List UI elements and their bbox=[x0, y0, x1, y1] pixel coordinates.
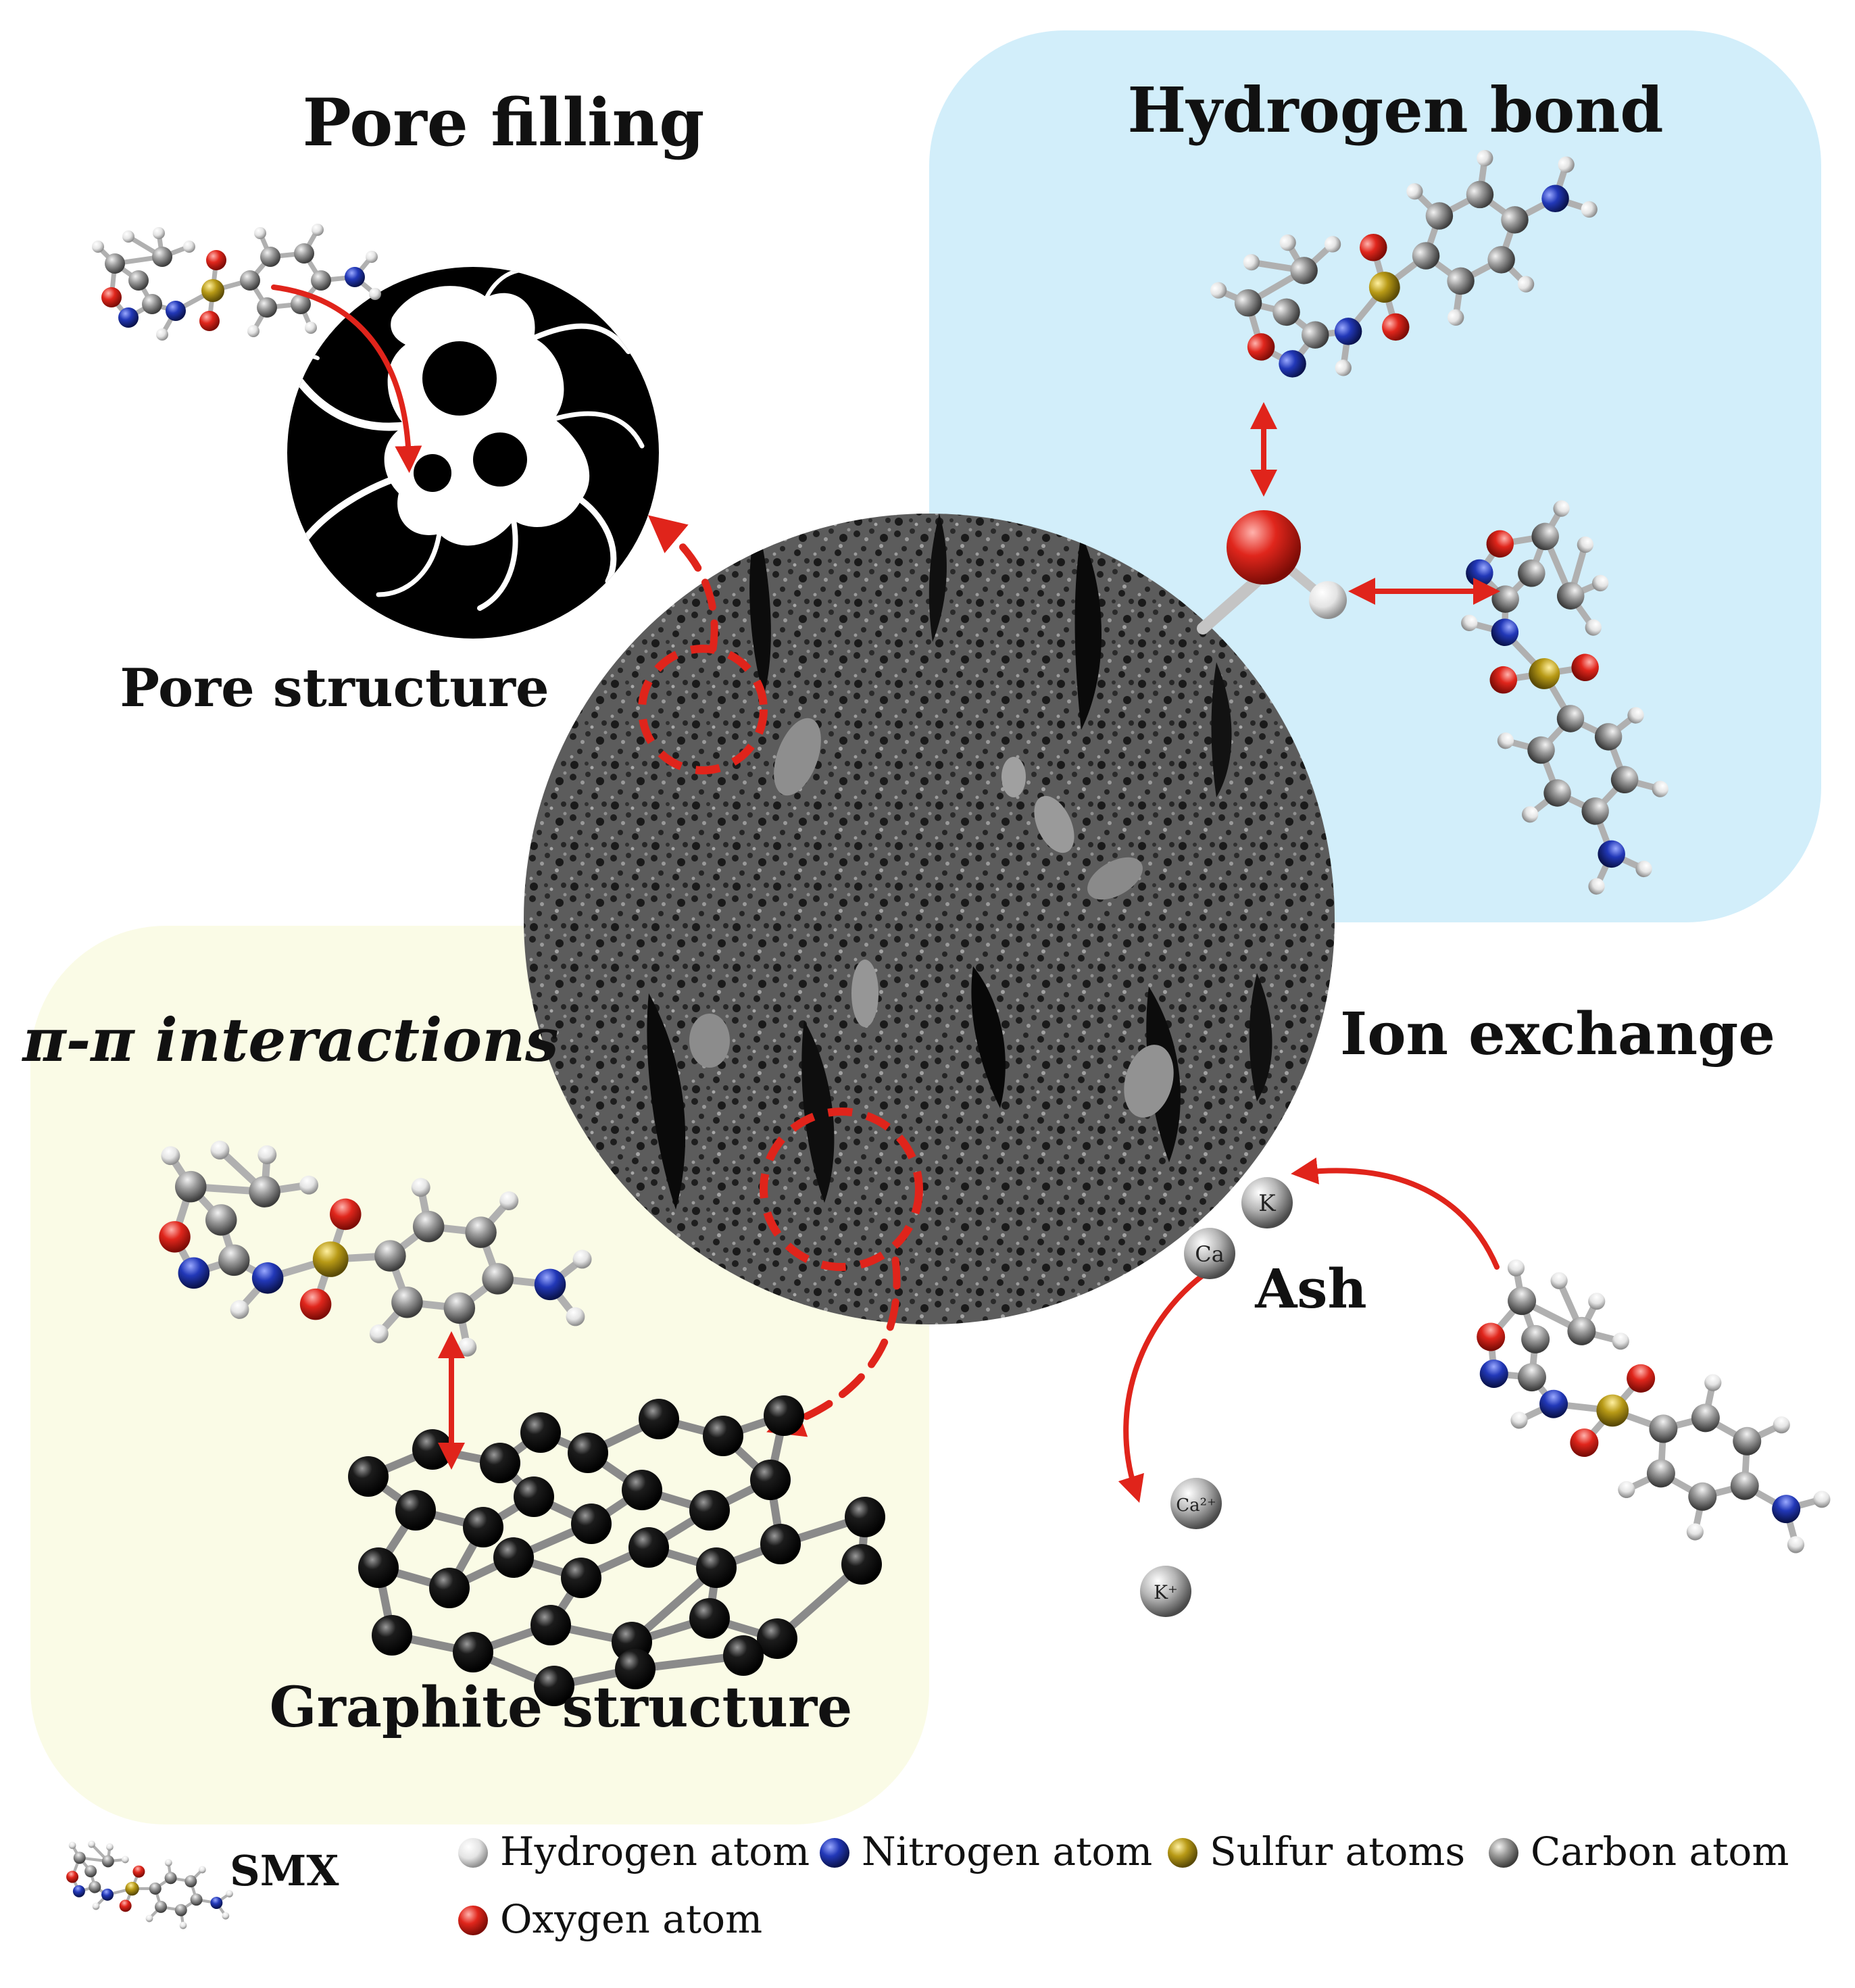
graphite-carbon-atom bbox=[750, 1460, 791, 1500]
graphite-carbon-atom bbox=[628, 1527, 669, 1568]
smx-molecule-pore-filling bbox=[92, 224, 381, 341]
graphite-carbon-atom bbox=[520, 1412, 561, 1453]
ca2-ion bbox=[1170, 1478, 1222, 1529]
legend-item: Sulfur atoms bbox=[1168, 1829, 1465, 1874]
oxygen-atom bbox=[1227, 510, 1301, 585]
graphite-carbon-atom bbox=[358, 1547, 399, 1588]
graphite-carbon-atom bbox=[429, 1568, 470, 1608]
graphite-carbon-atom bbox=[463, 1507, 503, 1547]
graphite-carbon-atom bbox=[372, 1615, 412, 1656]
graphite-carbon-atom bbox=[534, 1666, 574, 1706]
pore-filling-label: Pore filling bbox=[303, 84, 705, 161]
legend-smx-molecule bbox=[66, 1840, 233, 1929]
legend-item: Oxygen atom bbox=[458, 1896, 762, 1942]
graphite-carbon-atom bbox=[689, 1490, 730, 1531]
ca2-ion-label: Ca²⁺ bbox=[1176, 1495, 1216, 1516]
legend-swatch bbox=[458, 1906, 488, 1935]
graphite-carbon-atom bbox=[845, 1497, 885, 1537]
graphite-carbon-atom bbox=[764, 1395, 804, 1436]
graphite-carbon-atom bbox=[395, 1490, 436, 1531]
legend-item-label: Hydrogen atom bbox=[500, 1829, 810, 1874]
smx-molecule-ion-exchange bbox=[1477, 1259, 1831, 1554]
k-plus-ion-label: K⁺ bbox=[1154, 1581, 1178, 1604]
highlight-circles bbox=[638, 645, 923, 1271]
legend-swatch bbox=[1168, 1838, 1197, 1868]
graphite-carbon-atom bbox=[568, 1433, 608, 1473]
graphite-carbon-atom bbox=[412, 1429, 453, 1470]
legend-swatch bbox=[1489, 1838, 1518, 1868]
graphite-dashed-arrow bbox=[766, 1256, 901, 1437]
graphite-carbon-atom bbox=[622, 1470, 662, 1510]
hydrogen-bond-label: Hydrogen bond bbox=[1127, 74, 1663, 147]
ion-exchange-arrow-in bbox=[1291, 1157, 1500, 1270]
dashed-arrows bbox=[647, 515, 901, 1437]
legend-swatch bbox=[458, 1838, 488, 1868]
pore-highlight-circle bbox=[638, 645, 768, 774]
k-plus-ion bbox=[1140, 1566, 1191, 1617]
hydroxyl-group bbox=[1197, 510, 1347, 635]
graphite-structure-label: Graphite structure bbox=[270, 1675, 853, 1740]
graphite-carbon-atom bbox=[689, 1598, 730, 1639]
graphite-carbon-atom bbox=[453, 1632, 493, 1672]
ions: K Ca Ca²⁺ K⁺ bbox=[1140, 1177, 1293, 1617]
graphite-carbon-atom bbox=[639, 1399, 679, 1439]
k-ion bbox=[1241, 1177, 1293, 1228]
ion-exchange-label: Ion exchange bbox=[1340, 1000, 1775, 1068]
graphite-carbon-atom bbox=[493, 1537, 534, 1578]
pi-pi-label: π-π interactions bbox=[21, 1005, 558, 1075]
smx-molecule-legend bbox=[66, 1840, 233, 1929]
ca-ion bbox=[1184, 1228, 1235, 1279]
ion-release-arrow bbox=[1118, 1268, 1212, 1504]
ca-ion-label: Ca bbox=[1195, 1241, 1225, 1267]
graphite-carbon-atom bbox=[530, 1605, 571, 1645]
graphite-highlight-circle bbox=[760, 1108, 923, 1271]
smx-molecules bbox=[92, 149, 1831, 1554]
smx-molecule-hydrogen-bond-top bbox=[1210, 149, 1598, 378]
graphite-carbon-atom bbox=[757, 1618, 797, 1659]
biochar-sem-image bbox=[524, 514, 1335, 1324]
ash-label: Ash bbox=[1254, 1257, 1366, 1320]
legend-item-label: Nitrogen atom bbox=[862, 1829, 1152, 1874]
graphite-carbon-atom bbox=[514, 1476, 554, 1517]
legend-smx-label: SMX bbox=[230, 1846, 339, 1895]
pore-dashed-arrow bbox=[647, 515, 718, 653]
graphite-carbon-atom bbox=[571, 1504, 612, 1544]
pore-structure-image bbox=[287, 267, 659, 639]
legend-item-label: Sulfur atoms bbox=[1210, 1829, 1465, 1874]
hydrogen-atom bbox=[1309, 581, 1347, 619]
legend-item-label: Oxygen atom bbox=[500, 1896, 762, 1942]
legend-item: Nitrogen atom bbox=[820, 1829, 1152, 1874]
graphite-carbon-atom bbox=[480, 1443, 520, 1483]
solid-arrows bbox=[271, 284, 1500, 1504]
legend: SMX Hydrogen atom Nitrogen atom Sulfur ato… bbox=[66, 1829, 1789, 1942]
graphite-carbon-atom bbox=[348, 1456, 389, 1497]
graphite-carbon-atom bbox=[723, 1635, 764, 1676]
graphite-carbon-atom bbox=[841, 1544, 882, 1585]
legend-item-label: Carbon atom bbox=[1531, 1829, 1789, 1874]
graphite-carbon-atom bbox=[696, 1547, 737, 1588]
legend-swatch bbox=[820, 1838, 849, 1868]
pore-structure-label: Pore structure bbox=[120, 657, 549, 719]
legend-item: Hydrogen atom bbox=[458, 1829, 810, 1874]
k-ion-label: K bbox=[1258, 1190, 1276, 1217]
graphite-carbon-atom bbox=[703, 1416, 743, 1456]
legend-item: Carbon atom bbox=[1489, 1829, 1789, 1874]
smx-molecule-hydrogen-bond-right bbox=[1461, 500, 1668, 895]
graphite-carbon-atom bbox=[760, 1524, 801, 1564]
graphite-carbon-atom bbox=[615, 1649, 656, 1689]
pore-filling-arrow bbox=[271, 284, 422, 473]
smx-molecule-pi-pi bbox=[159, 1141, 592, 1357]
graphite-structure bbox=[348, 1395, 885, 1706]
graphite-carbon-atom bbox=[561, 1558, 601, 1598]
